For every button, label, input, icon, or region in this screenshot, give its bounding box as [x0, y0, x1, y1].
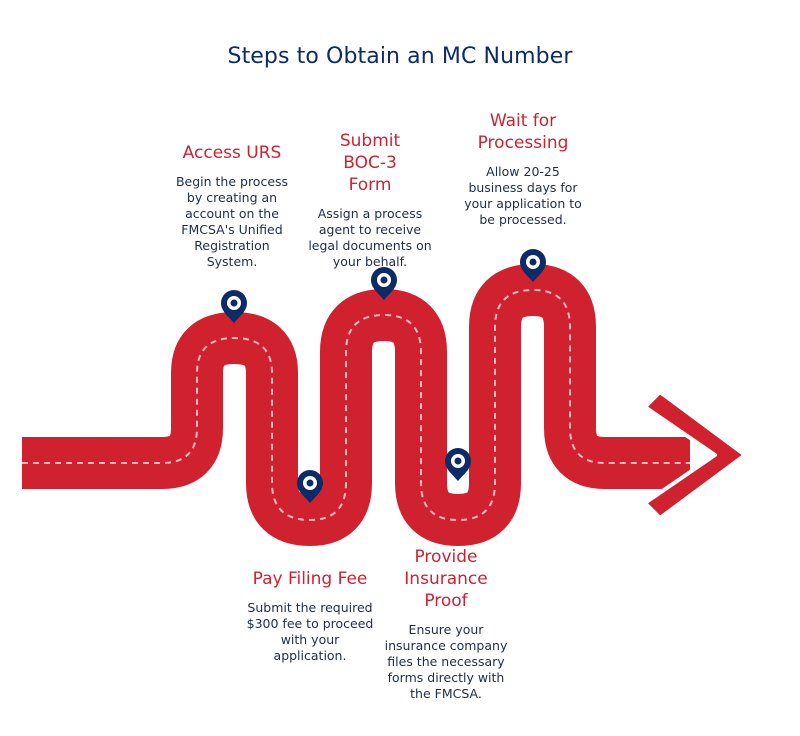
- step-title: Pay Filing Fee: [252, 569, 368, 589]
- page-title: Steps to Obtain an MC Number: [227, 44, 573, 69]
- step-description: Ensure your insurance company files the …: [384, 622, 508, 701]
- location-pin-icon: [221, 290, 247, 323]
- step-submit-boc-3: Submit BOC-3 Form Assign a process agent…: [308, 130, 431, 270]
- location-pin-icon: [297, 470, 323, 503]
- road-lane-marking: [22, 288, 690, 522]
- step-description: Submit the required $300 fee to proceed …: [246, 600, 374, 663]
- location-pin-icon: [371, 267, 397, 300]
- step-pay-filing-fee: Pay Filing Fee Submit the required $300 …: [240, 568, 380, 664]
- step-title: Access URS: [182, 143, 282, 163]
- step-access-urs: Access URS Begin the process by creating…: [162, 142, 302, 270]
- step-description: Begin the process by creating an account…: [175, 174, 289, 269]
- step-provide-insurance-proof: Provide Insurance Proof Ensure your insu…: [385, 546, 508, 702]
- step-description: Assign a process agent to receive legal …: [308, 206, 432, 269]
- step-title: Submit BOC-3 Form: [339, 131, 401, 195]
- location-pin-icon: [520, 249, 546, 282]
- step-wait-for-processing: Wait for Processing Allow 20-25 business…: [464, 110, 582, 228]
- step-description: Allow 20-25 business days for your appli…: [464, 164, 582, 227]
- step-title: Wait for Processing: [477, 111, 569, 153]
- arrow-right-icon: [643, 390, 747, 520]
- location-pin-icon: [445, 448, 471, 481]
- step-title: Provide Insurance Proof: [404, 547, 488, 611]
